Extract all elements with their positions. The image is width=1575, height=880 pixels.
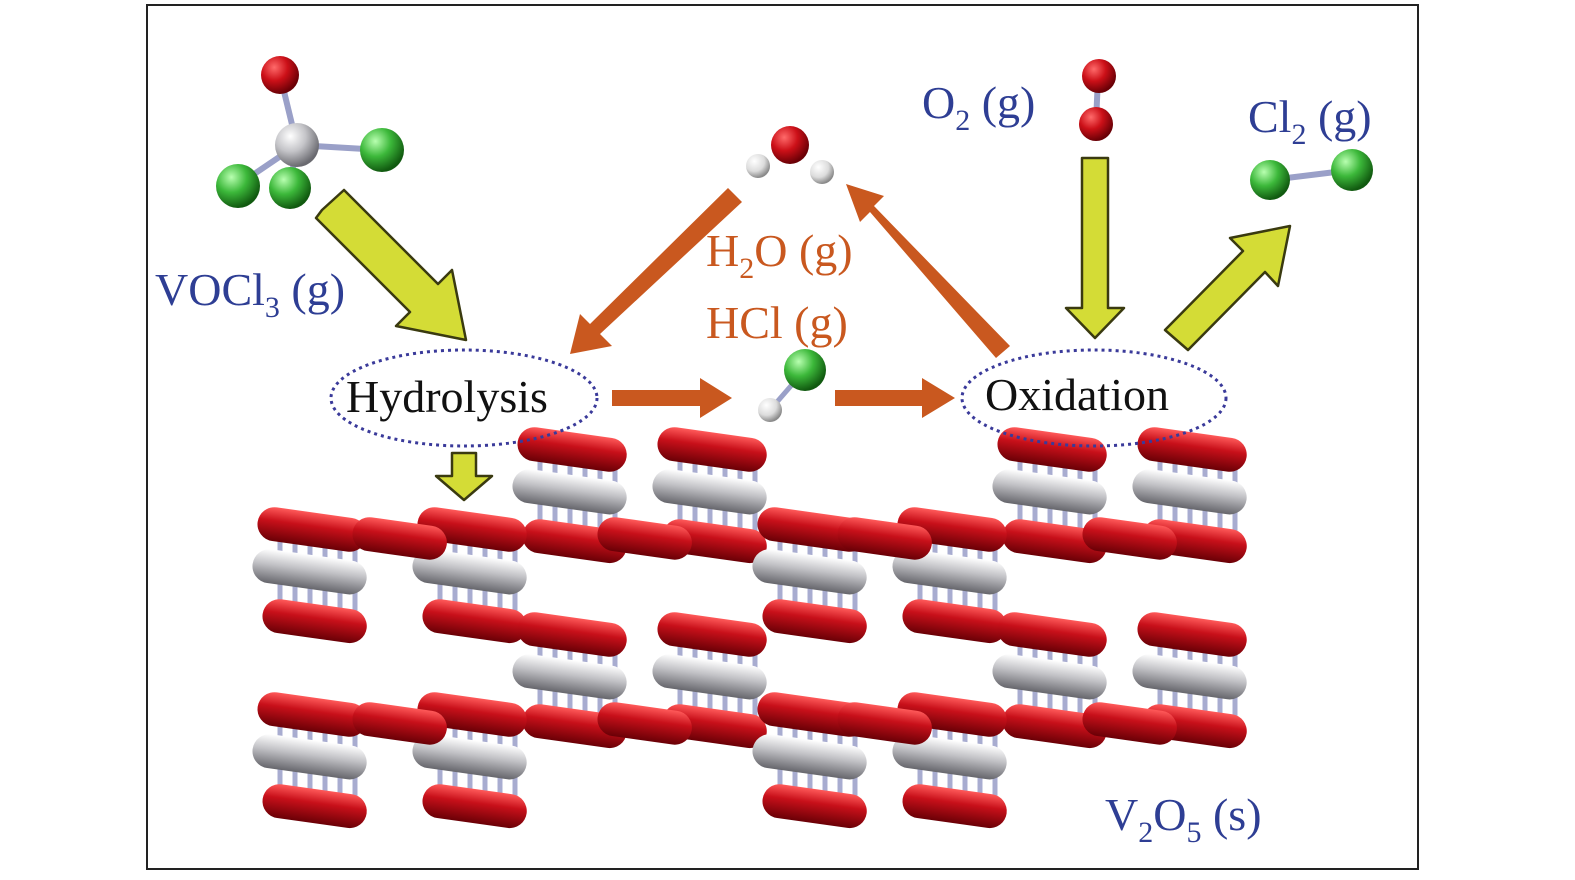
- vocl3-label: VOCl3 (g): [155, 264, 345, 324]
- vanadium-rod: [252, 549, 367, 595]
- vanadium-rod: [752, 549, 867, 595]
- vanadium-rod: [412, 549, 527, 595]
- hydrolysis-label: Hydrolysis: [346, 371, 548, 422]
- vocl3-molecule: [216, 56, 404, 209]
- oxygen-rod: [902, 599, 1007, 644]
- oxygen-rod: [517, 612, 627, 657]
- cl2-label: Cl2 (g): [1248, 91, 1372, 151]
- h2o-label: H2O (g): [706, 225, 853, 285]
- vanadium-rod: [992, 469, 1107, 515]
- vanadium-rod: [1132, 469, 1247, 515]
- v2o5-label: V2O5 (s): [1105, 789, 1262, 849]
- oxygen-rod: [257, 507, 367, 552]
- oxygen-rod: [837, 517, 932, 560]
- vanadium-rod: [512, 469, 627, 515]
- figure-frame: [146, 4, 1419, 870]
- oxygen-rod: [837, 702, 932, 745]
- vanadium-rod: [752, 734, 867, 780]
- arrow-oxidation-to-h2o: [846, 184, 1010, 358]
- oxygen-rod: [997, 427, 1107, 472]
- oxygen-rod: [997, 612, 1107, 657]
- lattice-unit: [752, 692, 867, 829]
- oxygen-rod: [422, 784, 527, 829]
- oxygen-rod: [422, 599, 527, 644]
- oxygen-rod: [352, 702, 447, 745]
- lattice-unit: [992, 427, 1107, 564]
- arrow-hydrolysis-to-surface: [434, 451, 494, 502]
- arrow-h2o-to-hydrolysis: [570, 188, 742, 354]
- v2o5-lattice: [252, 427, 1247, 829]
- h2o-molecule: [746, 126, 834, 184]
- oxygen-rod: [262, 599, 367, 644]
- oxidation-label: Oxidation: [985, 369, 1169, 420]
- oxygen-rod: [1002, 704, 1107, 749]
- o2-label: O2 (g): [922, 77, 1035, 137]
- cl2-molecule: [1250, 149, 1373, 200]
- vanadium-rod: [512, 654, 627, 700]
- vanadium-rod: [252, 734, 367, 780]
- lattice-unit: [252, 692, 367, 829]
- vanadium-rod: [892, 734, 1007, 780]
- hcl-molecule: [758, 349, 826, 422]
- oxygen-rod: [352, 517, 447, 560]
- oxygen-rod: [1082, 702, 1177, 745]
- vanadium-rod: [1132, 654, 1247, 700]
- oxygen-rod: [1082, 517, 1177, 560]
- oxygen-rod: [657, 612, 767, 657]
- oxygen-rod: [257, 692, 367, 737]
- vanadium-rod: [892, 549, 1007, 595]
- vanadium-rod: [652, 654, 767, 700]
- oxygen-rod: [517, 427, 627, 472]
- oxygen-rod: [902, 784, 1007, 829]
- vanadium-rod: [992, 654, 1107, 700]
- lattice-unit: [512, 427, 627, 564]
- arrow-hcl-to-oxidation: [835, 378, 955, 418]
- vanadium-rod: [652, 469, 767, 515]
- hcl-label: HCl (g): [706, 297, 848, 348]
- arrow-o2-to-oxidation: [1064, 156, 1126, 340]
- oxidation-ellipse: [960, 348, 1228, 448]
- hydrolysis-ellipse: [329, 348, 599, 448]
- oxygen-rod: [597, 517, 692, 560]
- oxygen-rod: [262, 784, 367, 829]
- oxygen-rod: [1137, 612, 1247, 657]
- oxygen-rod: [597, 702, 692, 745]
- arrow-vocl3-to-hydrolysis: [314, 188, 468, 342]
- arrow-oxidation-to-cl2: [1163, 224, 1292, 352]
- lattice-unit: [992, 612, 1107, 749]
- lattice-unit: [252, 507, 367, 644]
- lattice-unit: [892, 692, 1007, 829]
- arrow-hydrolysis-to-hcl: [612, 378, 732, 418]
- oxygen-rod: [1002, 519, 1107, 564]
- o2-molecule: [1079, 59, 1116, 141]
- vanadium-rod: [412, 734, 527, 780]
- oxygen-rod: [762, 599, 867, 644]
- oxygen-rod: [1137, 427, 1247, 472]
- oxygen-rod: [657, 427, 767, 472]
- oxygen-rod: [762, 784, 867, 829]
